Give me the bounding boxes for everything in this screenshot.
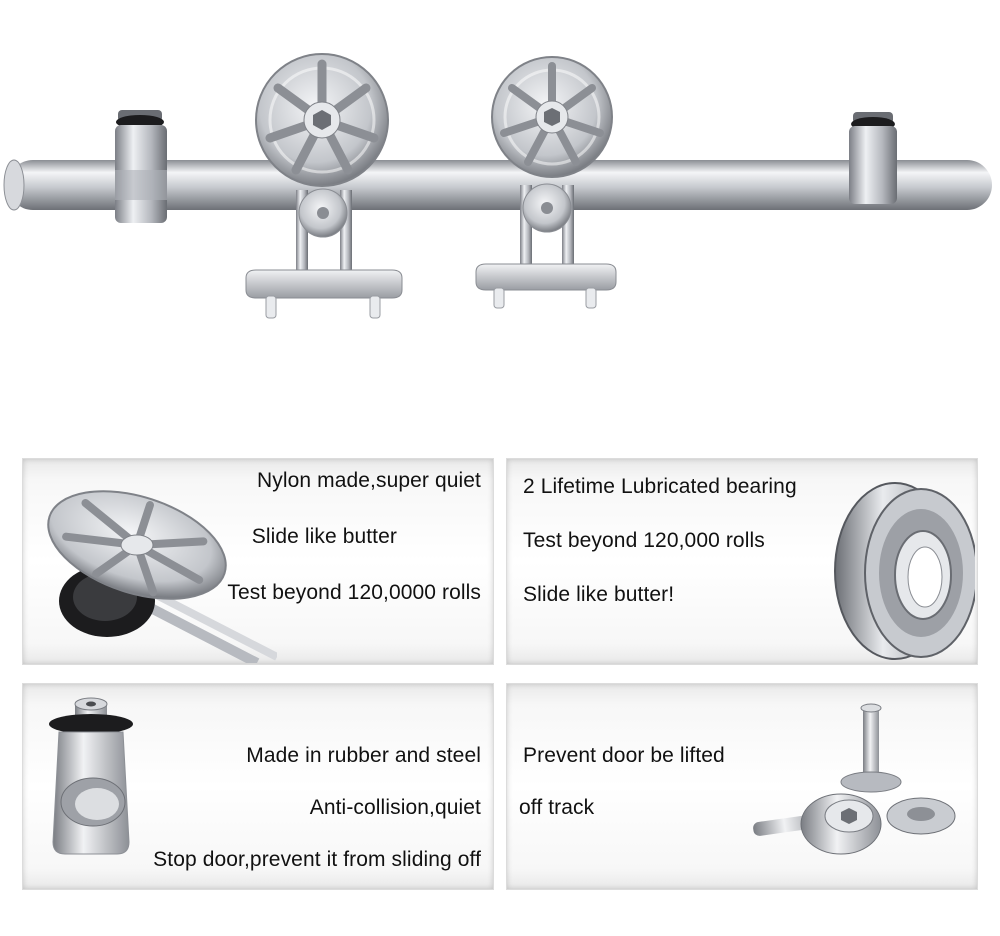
bearing-feature-2: Test beyond 120,000 rolls [523,529,765,552]
stopper-feature-3: Stop door,prevent it from sliding off [153,848,481,871]
wheel-feature-3: Test beyond 120,0000 rolls [227,581,481,604]
anti-jump-feature-1: Prevent door be lifted [523,744,725,767]
anti-jump-feature-panel: Prevent door be lifted off track [506,683,978,890]
stopper-feature-1: Made in rubber and steel [246,744,481,767]
stopper-feature-panel: Made in rubber and steel Anti-collision,… [22,683,494,890]
anti-jump-feature-2: off track [519,796,595,819]
barn-door-hardware-image [3,53,992,319]
wheel-feature-1: Nylon made,super quiet [257,469,481,492]
wheel-feature-2: Slide like butter [251,525,397,548]
stopper-feature-2: Anti-collision,quiet [309,796,481,819]
spoke-wheel-image [47,490,277,663]
bearing-feature-3: Slide like butter! [523,583,675,606]
ball-bearing-image [834,482,975,660]
bearing-feature-panel: 2 Lifetime Lubricated bearing Test beyon… [506,458,978,665]
wheel-feature-panel: Nylon made,super quiet Slide like butter… [22,458,494,665]
anti-jump-hardware-image [753,703,956,855]
stopper-image [49,697,133,855]
bearing-feature-1: 2 Lifetime Lubricated bearing [523,475,797,498]
